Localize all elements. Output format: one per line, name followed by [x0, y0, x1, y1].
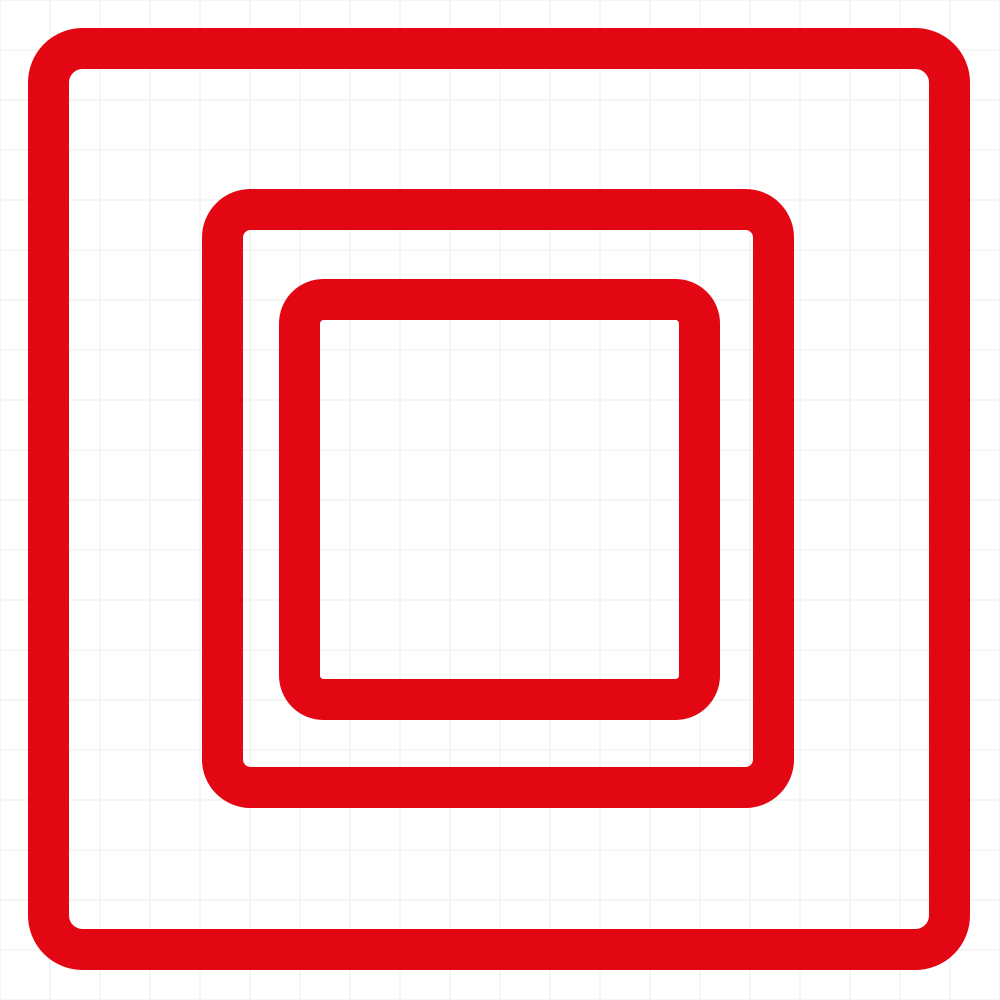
inner-square: [279, 279, 720, 720]
nested-frames: [28, 28, 970, 970]
middle-square: [202, 189, 794, 808]
outer-square: [28, 28, 970, 970]
